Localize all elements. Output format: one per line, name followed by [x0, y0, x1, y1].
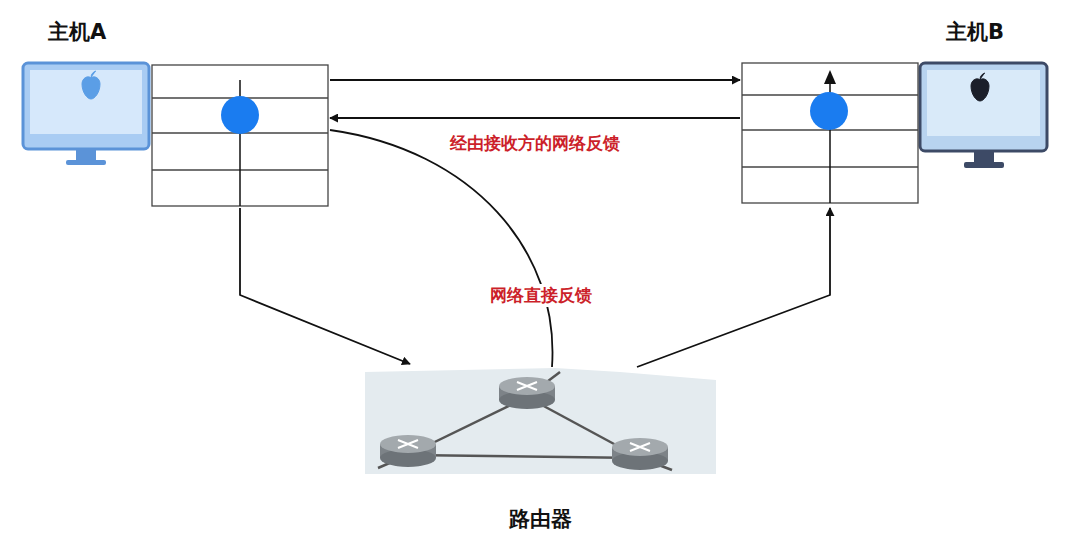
edge-label: 经由接收方的网络反馈: [447, 132, 623, 155]
edge-label: 网络直接反馈: [487, 284, 595, 307]
connector: [637, 208, 830, 367]
packet-dot: [810, 92, 848, 130]
connector: [330, 79, 740, 81]
monitor-a: [23, 63, 149, 165]
router-network: [365, 368, 716, 474]
buffer-table-b: [742, 63, 918, 203]
router-icon: [499, 377, 555, 409]
connector: [330, 130, 553, 367]
router-icon: [612, 438, 668, 470]
node-title: 路由器: [509, 505, 572, 533]
node-title: 主机A: [48, 18, 106, 46]
node-title: 主机B: [946, 18, 1004, 46]
connector: [240, 208, 410, 364]
connector: [330, 117, 740, 119]
host-b: 主机B: [740, 18, 1050, 208]
router-icon: [380, 435, 436, 467]
monitor-b: [920, 63, 1047, 168]
packet-dot: [221, 96, 259, 134]
host-a: 主机A: [20, 18, 330, 208]
router-group: 路由器: [365, 365, 715, 535]
buffer-table-a: [152, 65, 328, 206]
arrow-head: [824, 70, 836, 84]
